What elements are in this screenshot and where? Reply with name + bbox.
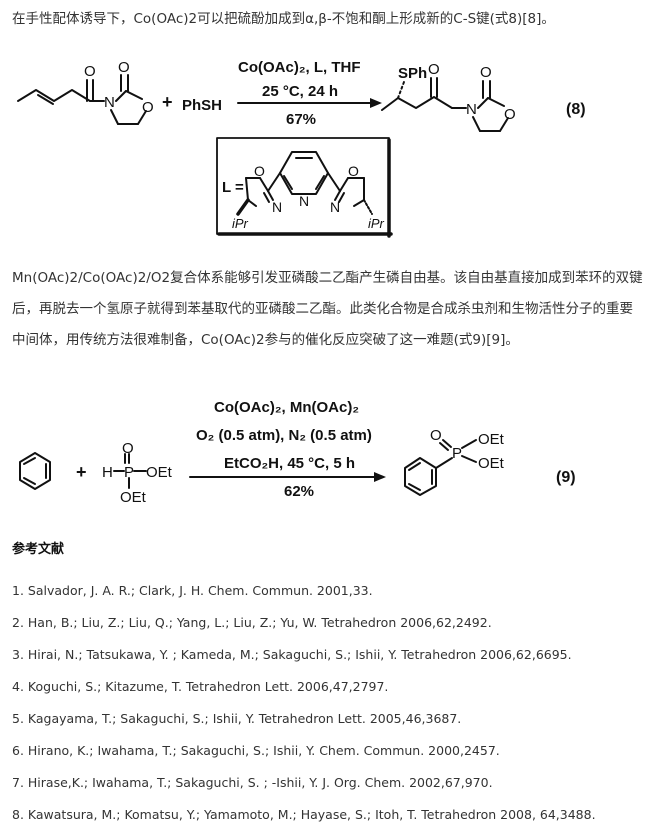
plus-sign: + [76,462,87,482]
atom-oxygen: O [430,427,442,444]
reference-item: 8. Kawatsura, M.; Komatsu, Y.; Yamamoto,… [12,807,596,822]
reaction-scheme-8: O O N O + PhSH Co(OAc)₂, L, THF 25 °C, 2… [17,59,586,238]
atom-oxygen: O [84,63,96,80]
ethoxy-group: OEt [146,464,173,481]
reference-item: 4. Koguchi, S.; Kitazume, T. Tetrahedron… [12,679,389,694]
atom-oxygen: O [504,106,516,123]
atom-oxygen: O [480,64,492,81]
references-list: 1. Salvador, J. A. R.; Clark, J. H. Chem… [12,578,646,834]
equation-label: (9) [556,469,576,486]
reagents-text: Co(OAc)₂, L, THF [238,59,360,76]
reaction-scheme-9: + H P O OEt OEt Co(OAc)₂, Mn(OAc)₂ O₂ (0… [19,399,576,506]
ethoxy-group: OEt [478,455,505,472]
atom-oxygen: O [122,440,134,457]
atom-oxygen: O [118,59,130,76]
reference-item: 5. Kagayama, T.; Sakaguchi, S.; Ishii, Y… [12,711,462,726]
isopropyl-group: iPr [232,216,249,231]
mechanism-paragraph: Mn(OAc)2/Co(OAc)2/O2复合体系能够引发亚磷酸二乙酯产生磷自由基… [12,270,643,348]
equation-label: (8) [566,101,586,118]
references-title: 参考文献 [12,542,65,557]
ethoxy-group: OEt [120,489,147,506]
atom-nitrogen: N [104,94,115,111]
product-substituent: SPh [398,65,427,82]
atom-nitrogen: N [466,101,477,118]
yield-text: 67% [286,111,316,128]
atom-phosphorus: P [452,445,462,462]
reagents-line-2: O₂ (0.5 atm), N₂ (0.5 atm) [196,427,372,444]
atom-hydrogen: H [102,464,113,481]
atom-nitrogen: N [330,199,340,215]
atom-oxygen: O [348,163,359,179]
intro-paragraph: 在手性配体诱导下，Co(OAc)2可以把硫酚加成到α,β-不饱和酮上形成新的C-… [12,11,555,27]
atom-nitrogen: N [299,193,309,209]
atom-oxygen: O [254,163,265,179]
ligand-label: L = [222,179,244,196]
isopropyl-group: iPr [368,216,385,231]
reactant-thiophenol: PhSH [182,97,222,114]
reference-item: 3. Hirai, N.; Tatsukawa, Y. ; Kameda, M.… [12,647,572,662]
plus-sign: + [162,92,173,112]
reference-item: 2. Han, B.; Liu, Z.; Liu, Q.; Yang, L.; … [12,615,492,630]
atom-phosphorus: P [124,464,134,481]
yield-text: 62% [284,483,314,500]
reagents-line-3: EtCO₂H, 45 °C, 5 h [224,455,355,472]
atom-oxygen: O [142,99,154,116]
reference-item: 1. Salvador, J. A. R.; Clark, J. H. Chem… [12,583,373,598]
atom-nitrogen: N [272,199,282,215]
reagents-line-1: Co(OAc)₂, Mn(OAc)₂ [214,399,359,416]
atom-oxygen: O [428,61,440,78]
ethoxy-group: OEt [478,431,505,448]
reference-item: 7. Hirase,K.; Iwahama, T.; Sakaguchi, S.… [12,775,493,790]
reference-item: 6. Hirano, K.; Iwahama, T.; Sakaguchi, S… [12,743,500,758]
conditions-text: 25 °C, 24 h [262,83,338,100]
